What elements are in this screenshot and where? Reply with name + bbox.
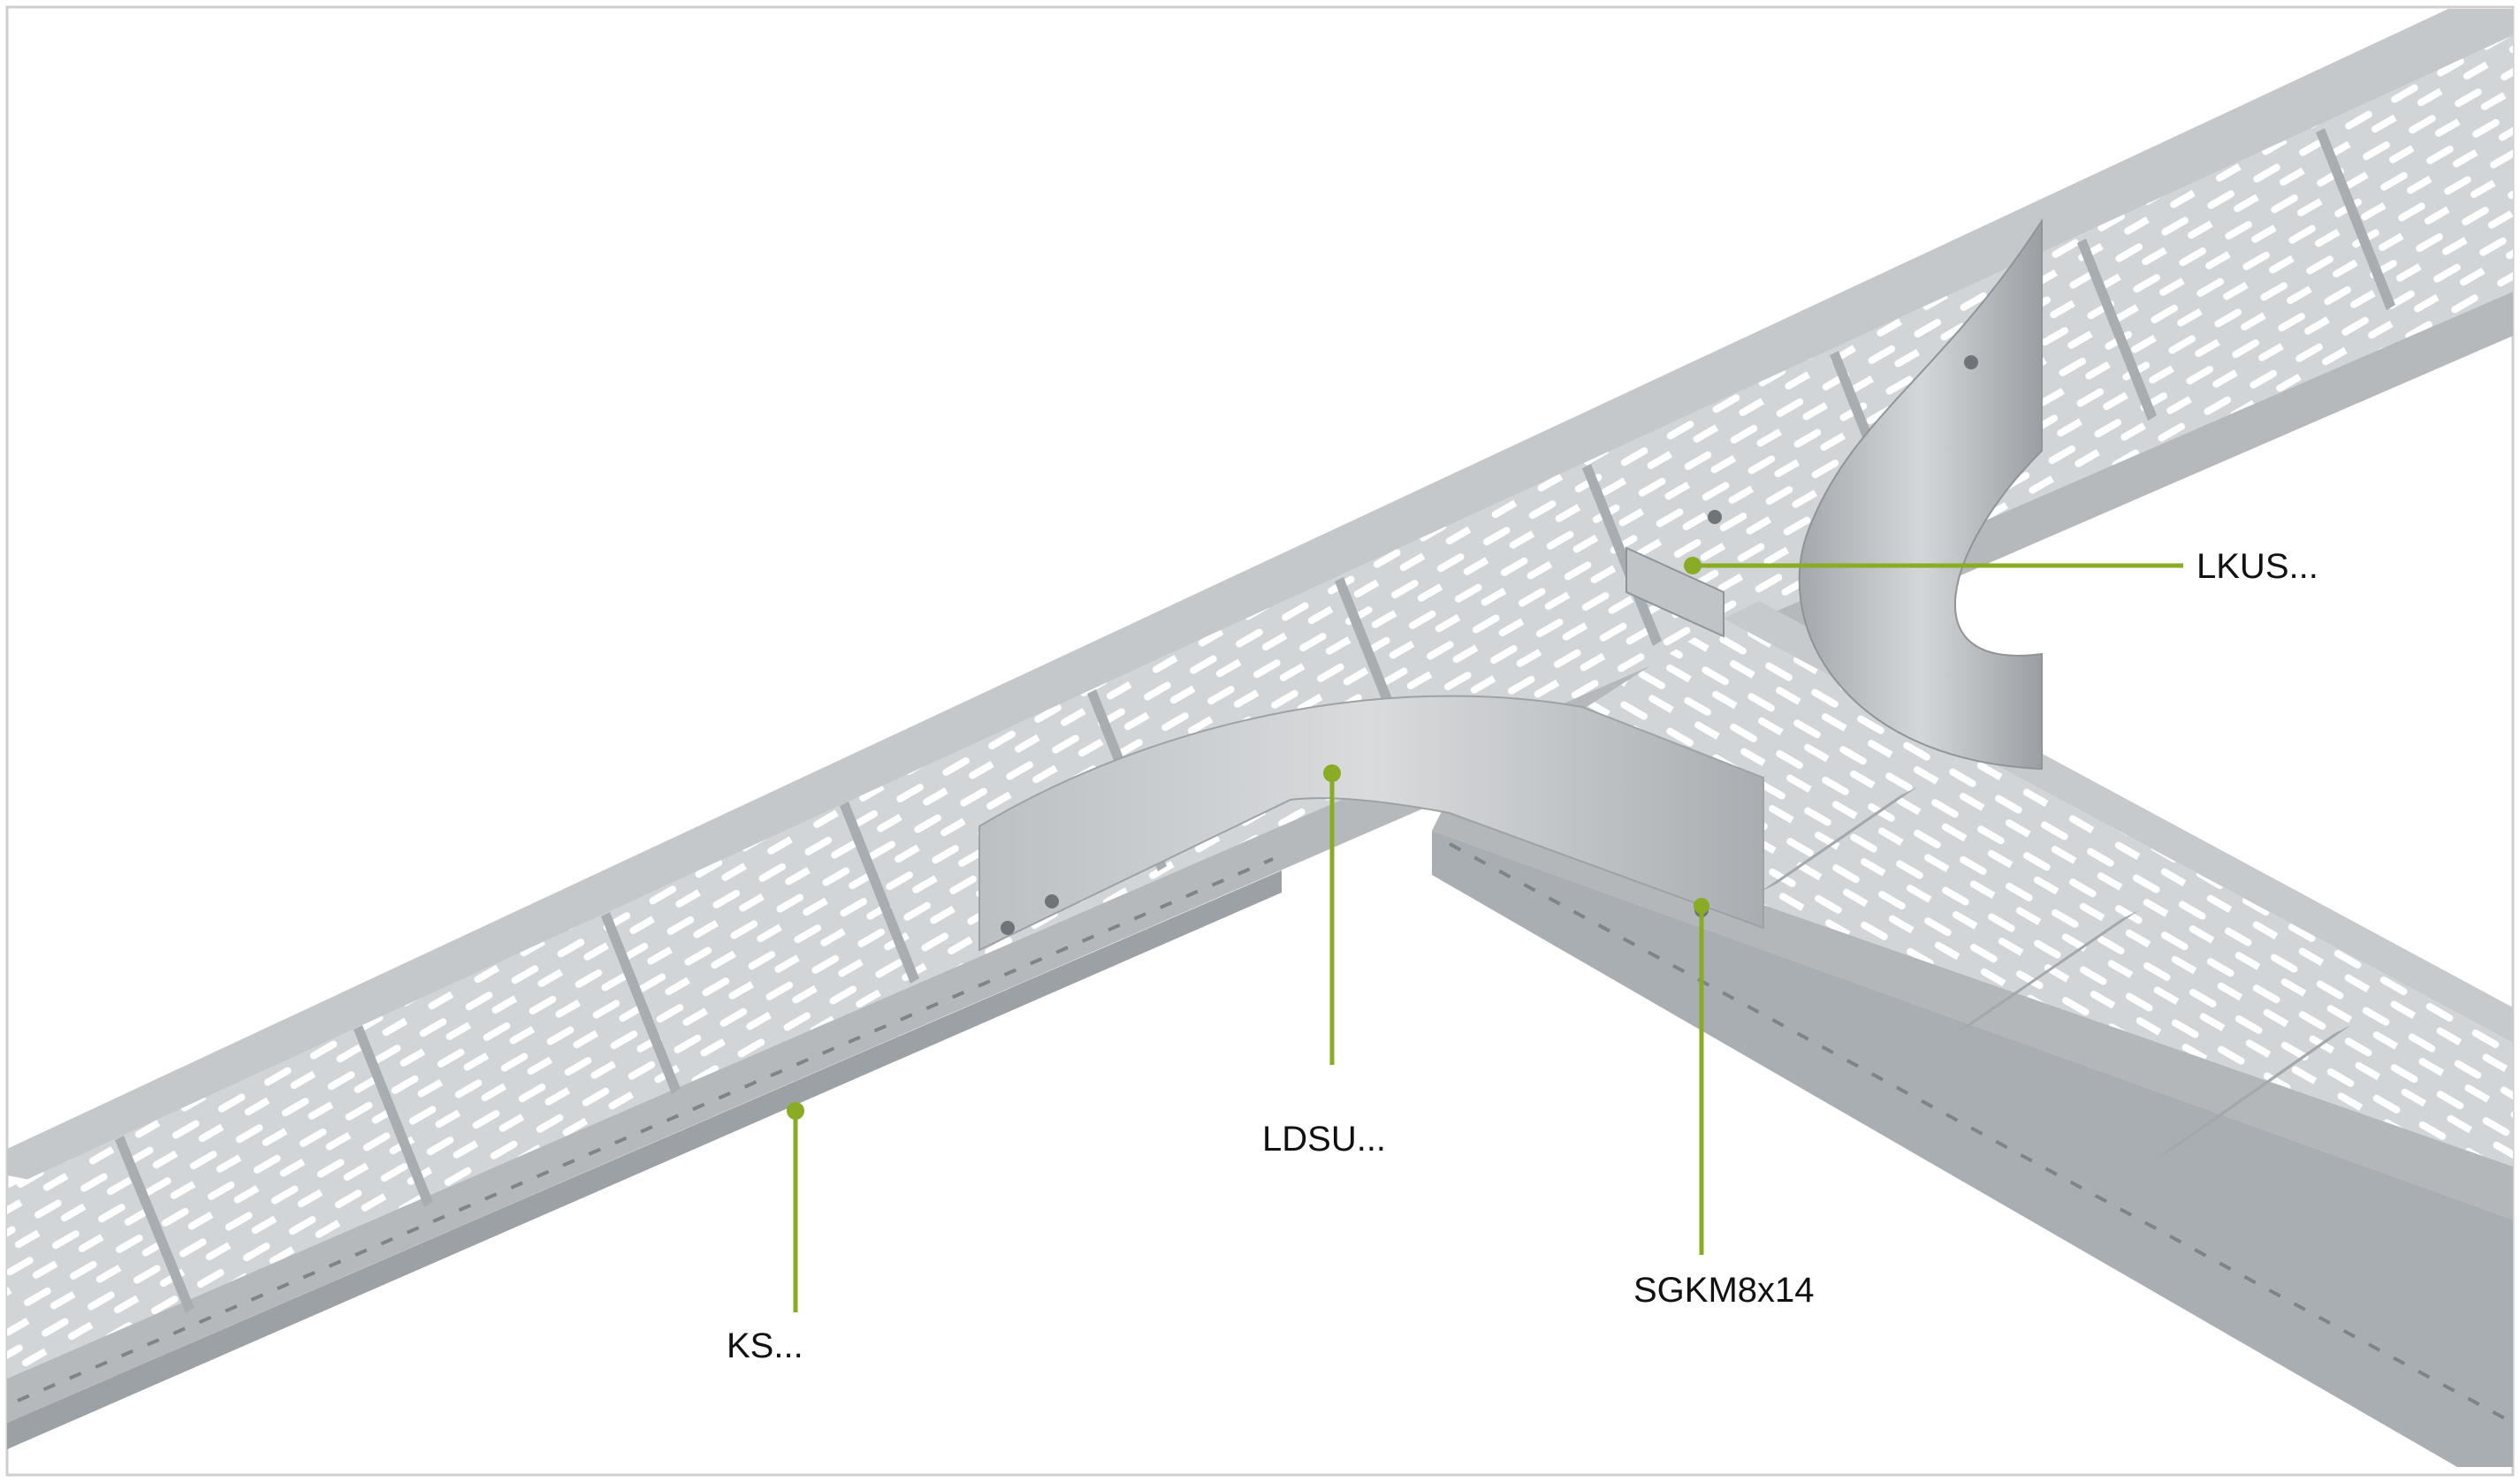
bolt-icon — [1045, 894, 1059, 908]
callout-ks: KS... — [727, 1102, 804, 1365]
riser-plate-lkus — [1625, 217, 2043, 771]
callout-lkus: LKUS... — [1684, 547, 2318, 586]
image-border — [5, 5, 2515, 1477]
callout-label-ks: KS... — [727, 1326, 803, 1365]
callout-label-sgkm: SGKM8x14 — [1633, 1271, 1815, 1310]
callout-label-lkus: LKUS... — [2196, 547, 2318, 586]
bolt-icon — [1708, 510, 1722, 524]
tee-cover-ldsu — [978, 695, 1764, 952]
bolt-icon — [1964, 355, 1978, 369]
callout-sgkm: SGKM8x14 — [1633, 898, 1815, 1310]
callout-label-ldsu: LDSU... — [1262, 1120, 1386, 1159]
bolt-icon — [1001, 921, 1015, 935]
callout-ldsu: LDSU... — [1262, 764, 1386, 1159]
